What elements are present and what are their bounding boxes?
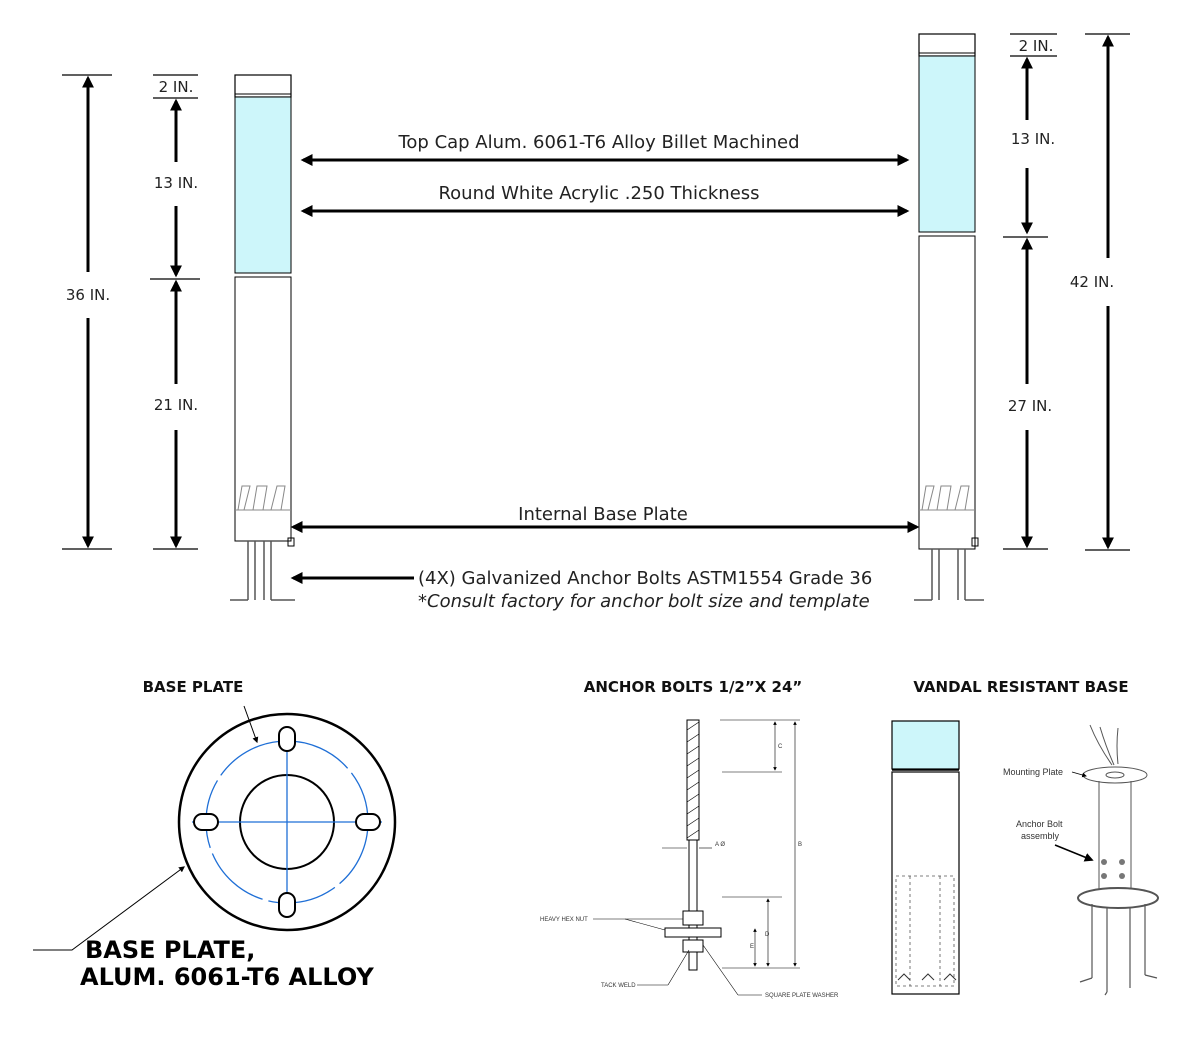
vandal-base-heading: VANDAL RESISTANT BASE xyxy=(913,678,1128,696)
tack-weld-label: TACK WELD xyxy=(601,983,636,989)
right-acrylic-label: 13 IN. xyxy=(1011,130,1055,148)
left-acrylic-label: 13 IN. xyxy=(154,174,198,192)
vandal-resistant-base: VANDAL RESISTANT BASE Mounting Plate Anc… xyxy=(891,678,1159,996)
top-cap-callout: Top Cap Alum. 6061-T6 Alloy Billet Machi… xyxy=(397,132,799,153)
anchor-bolt-label-1: Anchor Bolt xyxy=(1016,819,1063,829)
vandal-acrylic xyxy=(891,720,960,770)
anchor-bolt-label-2: assembly xyxy=(1021,831,1060,841)
right-overall-label: 42 IN. xyxy=(1070,273,1114,291)
bolt-slot-top xyxy=(278,726,296,752)
right-lower-label: 27 IN. xyxy=(1008,397,1052,415)
dim-e: E xyxy=(750,944,754,950)
right-segment-dimensions: 2 IN. 13 IN. 27 IN. xyxy=(1003,33,1057,550)
anchor-bolt-detail: ANCHOR BOLTS 1/2”X 24” C A Ø B D E HEAVY… xyxy=(540,678,839,999)
elevation-callouts: Top Cap Alum. 6061-T6 Alloy Billet Machi… xyxy=(290,132,920,612)
anchor-note: *Consult factory for anchor bolt size an… xyxy=(418,591,870,612)
base-plate-heading: BASE PLATE xyxy=(143,678,244,696)
left-lower-body xyxy=(234,276,292,542)
heavy-hex-nut-label: HEAVY HEX NUT xyxy=(540,917,588,923)
acrylic-callout: Round White Acrylic .250 Thickness xyxy=(438,183,759,204)
dim-c: C xyxy=(778,744,783,750)
left-segment-dimensions: 2 IN. 13 IN. 21 IN. xyxy=(150,74,200,550)
left-bollard xyxy=(230,74,295,601)
right-top-cap-label: 2 IN. xyxy=(1019,37,1054,55)
left-lower-label: 21 IN. xyxy=(154,396,198,414)
dim-d: D xyxy=(765,932,770,938)
right-acrylic-lens xyxy=(918,55,976,233)
anchor-bolts-callout: (4X) Galvanized Anchor Bolts ASTM1554 Gr… xyxy=(418,568,872,589)
left-overall-label: 36 IN. xyxy=(66,286,110,304)
mounting-plate-label: Mounting Plate xyxy=(1003,767,1063,777)
anchor-bolt-heading: ANCHOR BOLTS 1/2”X 24” xyxy=(584,678,803,696)
left-top-cap-label: 2 IN. xyxy=(159,78,194,96)
base-plate-label-1: BASE PLATE, xyxy=(85,936,255,964)
left-overall-dimension: 36 IN. xyxy=(62,74,112,550)
dim-b: B xyxy=(798,842,802,848)
right-lower-body xyxy=(918,235,976,550)
bolt-slot-left xyxy=(193,813,219,831)
left-acrylic-lens xyxy=(234,96,292,274)
bolt-slot-bottom xyxy=(278,892,296,918)
base-plate-callout: Internal Base Plate xyxy=(518,504,688,525)
right-bollard xyxy=(914,33,984,601)
bolt-slot-right xyxy=(355,813,381,831)
base-plate-label-2: ALUM. 6061-T6 ALLOY xyxy=(80,963,374,991)
square-plate-washer-label: SQUARE PLATE WASHER xyxy=(765,993,839,999)
right-overall-dimension: 42 IN. xyxy=(1070,33,1130,551)
base-plate-detail: BASE PLATE BASE PLATE, ALUM. 6061-T6 ALL… xyxy=(33,678,397,991)
dim-a: A Ø xyxy=(715,842,725,848)
vandal-body xyxy=(891,771,960,995)
